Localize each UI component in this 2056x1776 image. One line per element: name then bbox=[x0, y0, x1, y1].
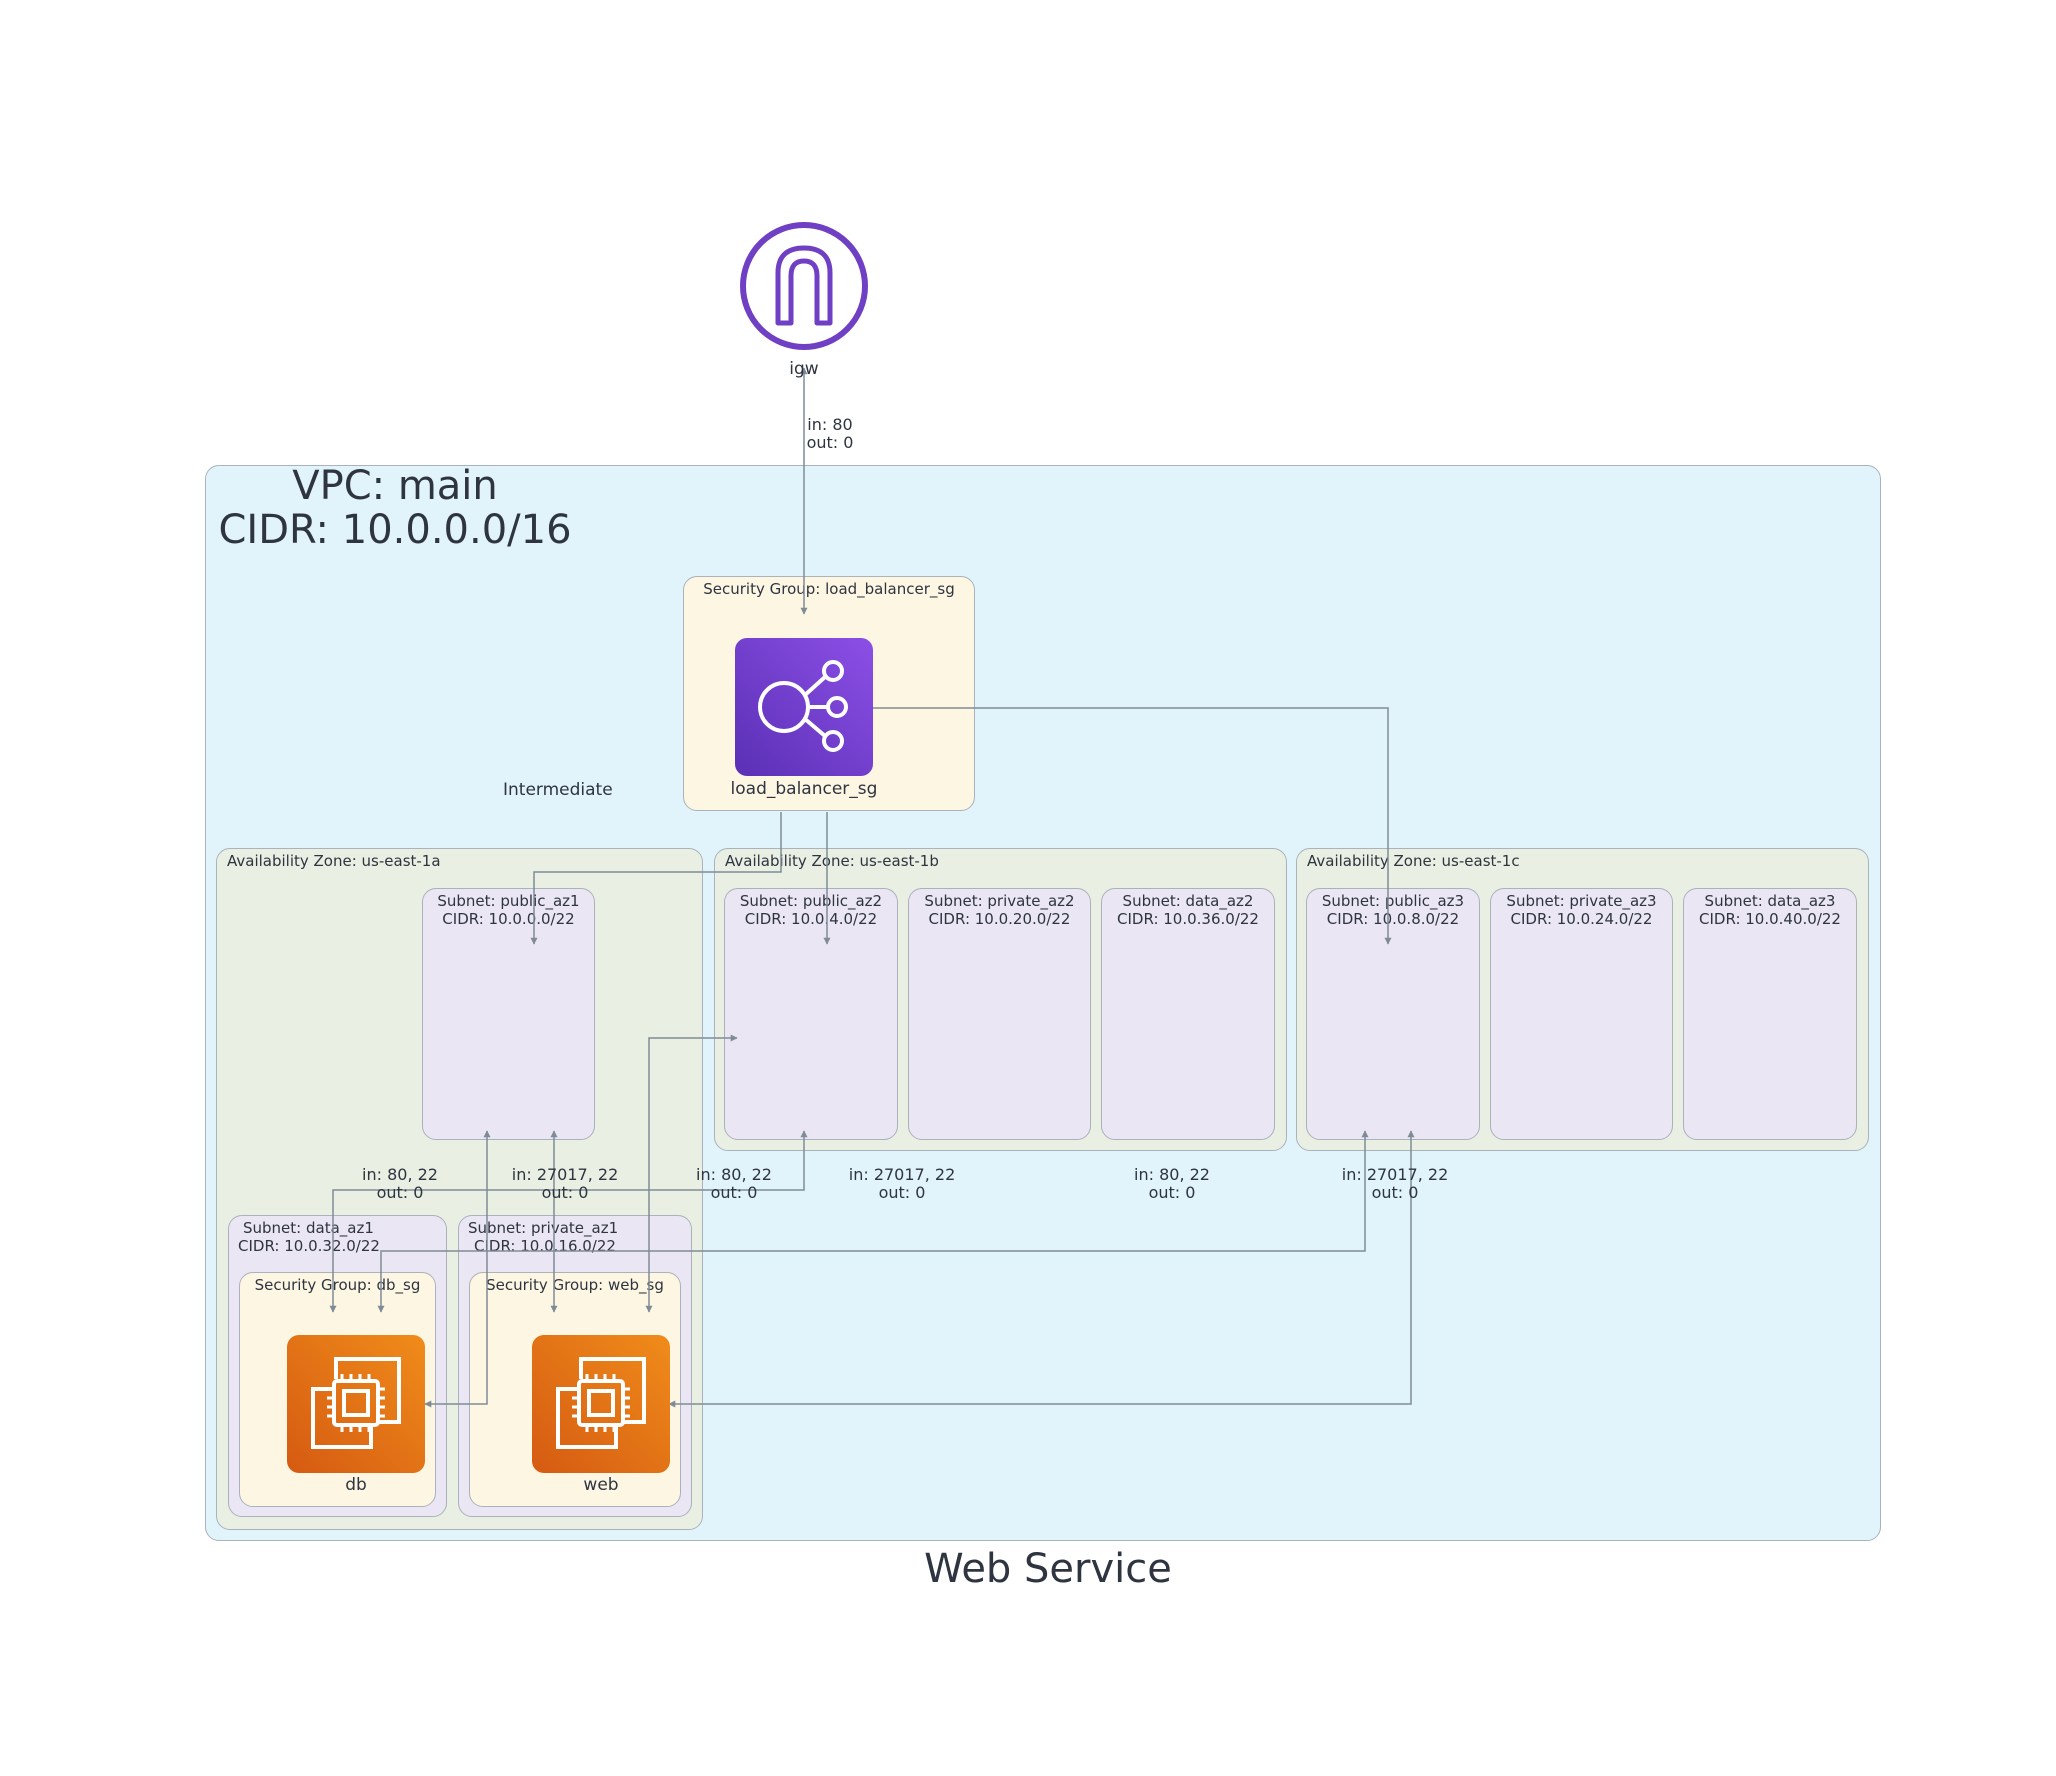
subnet-data-az2 bbox=[1101, 888, 1275, 1140]
subnet-name: Subnet: data_az3 bbox=[1704, 892, 1836, 910]
ec2-instance-icon[interactable] bbox=[532, 1335, 670, 1473]
load-balancer-label: load_balancer_sg bbox=[730, 779, 878, 799]
edge-label-5: in: 80, 22 out: 0 bbox=[1112, 1166, 1232, 1202]
subnet-name: Subnet: private_az2 bbox=[924, 892, 1075, 910]
subnet-public-az2-label: Subnet: public_az2 CIDR: 10.0.4.0/22 bbox=[724, 892, 898, 928]
internet-gateway-icon[interactable] bbox=[739, 221, 869, 351]
subnet-name: Subnet: data_az2 bbox=[1122, 892, 1254, 910]
subnet-name: Subnet: public_az1 bbox=[437, 892, 580, 910]
subnet-name: Subnet: public_az2 bbox=[739, 892, 883, 910]
edge-label-1: in: 80, 22 out: 0 bbox=[340, 1166, 460, 1202]
subnet-private-az3 bbox=[1490, 888, 1673, 1140]
igw-label: igw bbox=[789, 359, 819, 379]
edge-label-in: in: 27017, 22 bbox=[848, 1165, 956, 1184]
edge-label-in: in: 27017, 22 bbox=[511, 1165, 619, 1184]
elastic-load-balancer-icon[interactable] bbox=[735, 638, 873, 776]
subnet-private-az3-label: Subnet: private_az3 CIDR: 10.0.24.0/22 bbox=[1490, 892, 1673, 928]
edge-public-az3-web bbox=[668, 1130, 1415, 1408]
diagram-title: Web Service bbox=[924, 1546, 1172, 1592]
subnet-cidr: CIDR: 10.0.8.0/22 bbox=[1326, 910, 1460, 928]
edge-public-az2-db bbox=[329, 1130, 808, 1313]
subnet-private-az2 bbox=[908, 888, 1091, 1140]
web-label: web bbox=[583, 1475, 619, 1495]
subnet-cidr: CIDR: 10.0.20.0/22 bbox=[928, 910, 1071, 928]
subnet-cidr: CIDR: 10.0.0.0/22 bbox=[442, 910, 575, 928]
edge-public-az3-db bbox=[377, 1130, 1369, 1313]
edge-label-igw-lb: in: 80 out: 0 bbox=[795, 416, 865, 452]
subnet-cidr: CIDR: 10.0.36.0/22 bbox=[1117, 910, 1259, 928]
vpc-name: VPC: main bbox=[292, 463, 498, 509]
subnet-data-az3-label: Subnet: data_az3 CIDR: 10.0.40.0/22 bbox=[1683, 892, 1857, 928]
vpc-title: VPC: main CIDR: 10.0.0.0/16 bbox=[200, 464, 590, 552]
subnet-cidr: CIDR: 10.0.40.0/22 bbox=[1699, 910, 1841, 928]
edge-label-in: in: 80, 22 bbox=[696, 1165, 772, 1184]
subnet-public-az3 bbox=[1306, 888, 1480, 1140]
edge-label-in: in: 27017, 22 bbox=[1341, 1165, 1449, 1184]
subnet-cidr: CIDR: 10.0.24.0/22 bbox=[1510, 910, 1653, 928]
subnet-name: Subnet: private_az3 bbox=[1506, 892, 1657, 910]
edge-label-out: out: 0 bbox=[1371, 1183, 1419, 1202]
vpc-cidr: CIDR: 10.0.0.0/16 bbox=[218, 507, 572, 553]
subnet-public-az3-label: Subnet: public_az3 CIDR: 10.0.8.0/22 bbox=[1306, 892, 1480, 928]
intermediate-label: Intermediate bbox=[503, 780, 613, 800]
edge-label-2: in: 27017, 22 out: 0 bbox=[495, 1166, 635, 1202]
edge-label-4: in: 27017, 22 out: 0 bbox=[832, 1166, 972, 1202]
edge-label-out: out: 0 bbox=[710, 1183, 758, 1202]
edge-label-3: in: 80, 22 out: 0 bbox=[674, 1166, 794, 1202]
edge-label-in: in: 80 bbox=[807, 415, 853, 434]
edge-label-6: in: 27017, 22 out: 0 bbox=[1325, 1166, 1465, 1202]
subnet-private-az2-label: Subnet: private_az2 CIDR: 10.0.20.0/22 bbox=[908, 892, 1091, 928]
edge-label-out: out: 0 bbox=[806, 433, 854, 452]
db-label: db bbox=[345, 1475, 367, 1495]
edge-label-out: out: 0 bbox=[878, 1183, 926, 1202]
edge-label-out: out: 0 bbox=[376, 1183, 424, 1202]
edge-label-out: out: 0 bbox=[541, 1183, 589, 1202]
subnet-cidr: CIDR: 10.0.4.0/22 bbox=[744, 910, 878, 928]
edge-lb-public-az1 bbox=[530, 812, 782, 945]
subnet-data-az3 bbox=[1683, 888, 1857, 1140]
subnet-name: Subnet: public_az3 bbox=[1321, 892, 1465, 910]
edge-label-in: in: 80, 22 bbox=[362, 1165, 438, 1184]
ec2-instance-icon[interactable] bbox=[287, 1335, 425, 1473]
edge-label-out: out: 0 bbox=[1148, 1183, 1196, 1202]
security-group-load-balancer-label: Security Group: load_balancer_sg bbox=[703, 580, 955, 598]
subnet-data-az2-label: Subnet: data_az2 CIDR: 10.0.36.0/22 bbox=[1101, 892, 1275, 928]
availability-zone-label: Availability Zone: us-east-1a bbox=[227, 852, 441, 870]
subnet-public-az1-label: Subnet: public_az1 CIDR: 10.0.0.0/22 bbox=[422, 892, 595, 928]
availability-zone-label: Availability Zone: us-east-1b bbox=[725, 852, 939, 870]
edge-label-in: in: 80, 22 bbox=[1134, 1165, 1210, 1184]
subnet-public-az1 bbox=[422, 888, 595, 1140]
edge-lb-public-az3 bbox=[872, 707, 1392, 945]
subnet-public-az2 bbox=[724, 888, 898, 1140]
availability-zone-label: Availability Zone: us-east-1c bbox=[1307, 852, 1520, 870]
